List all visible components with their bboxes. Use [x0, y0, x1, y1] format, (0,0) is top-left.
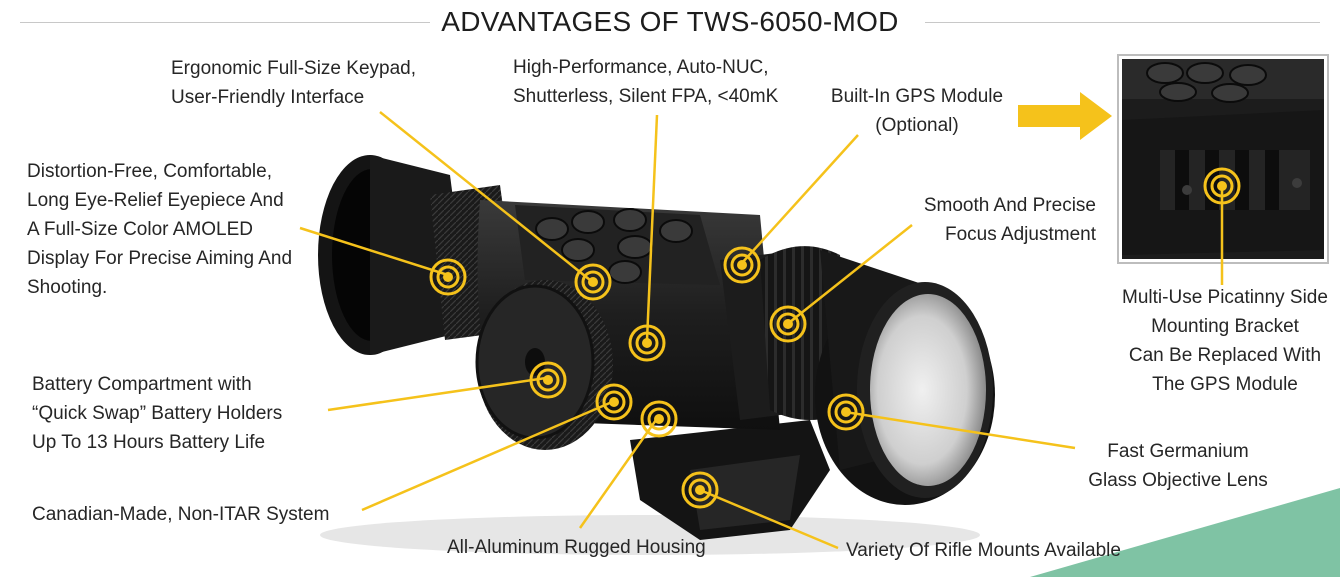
callout-eyepiece: Distortion-Free, Comfortable, Long Eye-R…	[27, 161, 293, 298]
target-icon-picatinny	[1203, 167, 1241, 205]
target-icon-gps	[723, 246, 761, 284]
target-icon-canadian	[595, 383, 633, 421]
callout-battery: Battery Compartment with “Quick Swap” Ba…	[32, 374, 283, 453]
title-rule-right	[925, 22, 1320, 23]
title-bar: ADVANTAGES OF TWS-6050-MOD	[0, 4, 1340, 40]
callout-keypad: Ergonomic Full-Size Keypad, User-Friendl…	[171, 58, 416, 108]
corner-accent	[1030, 488, 1340, 577]
arrow-to-inset-icon	[1018, 92, 1112, 140]
callout-canadian: Canadian-Made, Non-ITAR System	[32, 504, 330, 525]
callout-fpa: High-Performance, Auto-NUC, Shutterless,…	[513, 57, 779, 107]
scope-body	[318, 155, 995, 555]
inset-picatinny-photo	[1117, 54, 1329, 264]
target-icon-focus	[769, 305, 807, 343]
page-title: ADVANTAGES OF TWS-6050-MOD	[433, 6, 907, 37]
target-icon-battery	[529, 361, 567, 399]
callout-aluminum: All-Aluminum Rugged Housing	[447, 537, 706, 558]
target-icon-eyepiece	[429, 258, 467, 296]
callout-gps: Built-In GPS Module (Optional)	[830, 86, 1004, 136]
callout-picatinny: Multi-Use Picatinny Side Mounting Bracke…	[1122, 287, 1328, 395]
callout-lines	[299, 111, 1224, 550]
target-icon-mounts	[681, 471, 719, 509]
target-icon-fpa	[628, 324, 666, 362]
callout-mounts: Variety Of Rifle Mounts Available	[846, 540, 1121, 561]
target-icon-keypad	[574, 263, 612, 301]
target-icon-aluminum	[640, 400, 678, 438]
title-rule-left	[20, 22, 430, 23]
callout-lens: Fast Germanium Glass Objective Lens	[1088, 441, 1268, 491]
target-icon-lens	[827, 393, 865, 431]
callout-focus: Smooth And Precise Focus Adjustment	[923, 195, 1096, 245]
